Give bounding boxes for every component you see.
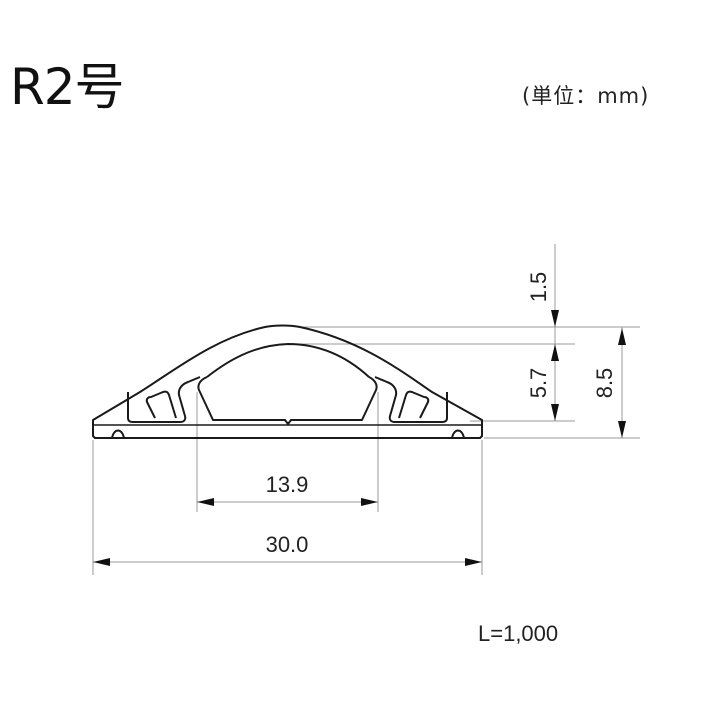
dim-total-height: 8.5 xyxy=(592,368,617,399)
length-label: L=1,000 xyxy=(478,621,559,646)
unit-label: (単位：mm) xyxy=(522,84,650,108)
model-title: R2号 xyxy=(10,58,125,116)
dim-inner-width: 13.9 xyxy=(266,472,309,497)
extension-lines xyxy=(92,244,640,575)
dim-total-width: 30.0 xyxy=(266,532,309,557)
dim-top-thickness: 1.5 xyxy=(526,272,551,303)
profile-outline xyxy=(92,324,483,439)
dim-inner-height: 5.7 xyxy=(526,368,551,399)
dimension-arrows xyxy=(93,310,626,566)
